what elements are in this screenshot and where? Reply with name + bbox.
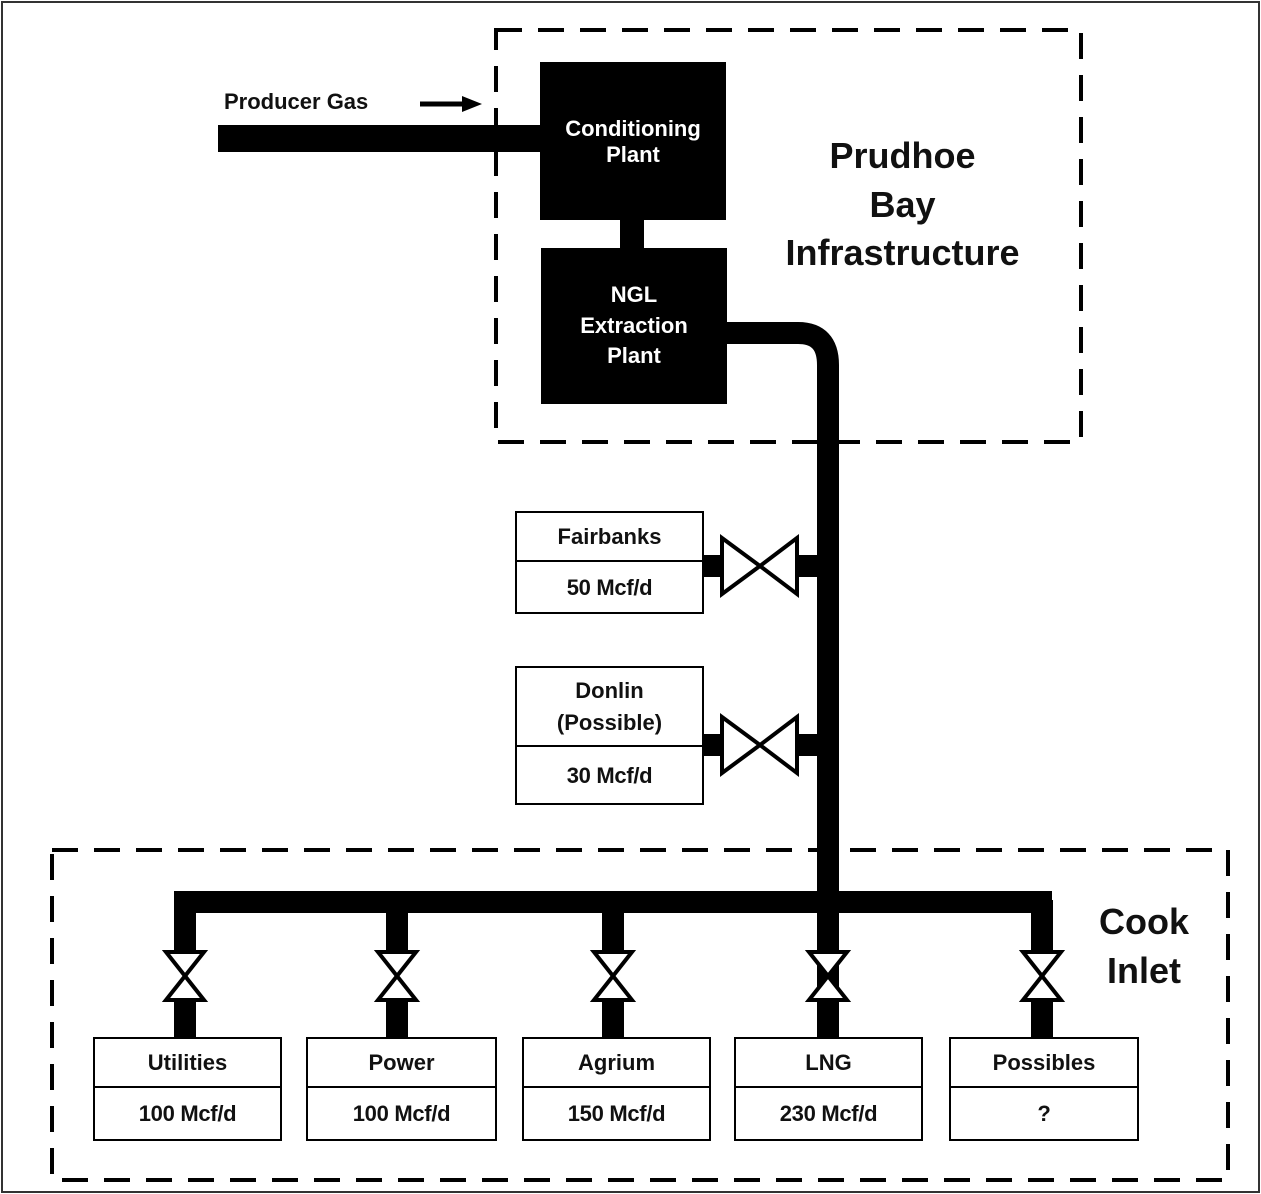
utilities-name: Utilities xyxy=(147,1049,228,1075)
donlin-box xyxy=(515,666,704,805)
fairbanks-name: Fairbanks xyxy=(557,523,662,549)
power-valve-icon xyxy=(373,950,421,1002)
fairbanks-pipe-stub xyxy=(702,555,722,577)
agrium-valve-icon xyxy=(589,950,637,1002)
conditioning-plant xyxy=(540,62,726,220)
cook-inlet-region xyxy=(50,848,1230,1182)
donlin-value: 30 Mcf/d xyxy=(566,762,653,788)
prudhoe-bay-label: Prudhoe Bay Infrastructure xyxy=(785,135,1020,274)
lng-valve-icon xyxy=(804,950,852,1002)
lng-drop-pipe xyxy=(817,900,839,950)
donlin-name: Donlin (Possible) xyxy=(556,678,663,735)
lng-feed-pipe xyxy=(817,1000,839,1040)
agrium-box xyxy=(522,1037,711,1141)
possibles-value: ? xyxy=(1037,1100,1051,1126)
utilities-feed-pipe xyxy=(174,1000,196,1040)
agrium-feed-pipe xyxy=(602,1000,624,1040)
plant-connector-pipe xyxy=(620,218,644,250)
utilities-valve-icon xyxy=(161,950,209,1002)
agrium-value: 150 Mcf/d xyxy=(567,1100,666,1126)
fairbanks-valve-icon xyxy=(720,533,799,599)
possibles-valve-icon xyxy=(1018,950,1066,1002)
donlin-valve-icon xyxy=(720,712,799,778)
utilities-box xyxy=(93,1037,282,1141)
lng-box xyxy=(734,1037,923,1141)
producer-gas-arrow-icon xyxy=(420,96,482,112)
donlin-pipe-tee xyxy=(797,734,819,756)
lng-value: 230 Mcf/d xyxy=(779,1100,878,1126)
power-box xyxy=(306,1037,497,1141)
power-value: 100 Mcf/d xyxy=(352,1100,451,1126)
producer-gas-label: Producer Gas xyxy=(224,88,369,114)
possibles-box xyxy=(949,1037,1139,1141)
utilities-value: 100 Mcf/d xyxy=(138,1100,237,1126)
producer-gas-pipe xyxy=(218,125,548,152)
utilities-drop-pipe xyxy=(174,900,196,950)
fairbanks-value: 50 Mcf/d xyxy=(566,574,653,600)
lng-name: LNG xyxy=(805,1049,852,1075)
possibles-name: Possibles xyxy=(992,1049,1096,1075)
possibles-feed-pipe xyxy=(1031,1000,1053,1040)
power-name: Power xyxy=(368,1049,435,1075)
cook-inlet-label: Cook Inlet xyxy=(1099,901,1189,991)
power-feed-pipe xyxy=(386,1000,408,1040)
conditioning-plant-label: Conditioning Plant xyxy=(565,115,701,167)
fairbanks-box xyxy=(515,511,704,614)
ngl-extraction-plant-label: NGL Extraction Plant xyxy=(580,281,688,369)
donlin-pipe-stub xyxy=(702,734,722,756)
fairbanks-pipe-tee xyxy=(797,555,819,577)
prudhoe-bay-region xyxy=(494,28,1083,444)
main-trunk-pipeline xyxy=(726,322,839,1036)
agrium-drop-pipe xyxy=(602,900,624,950)
ngl-extraction-plant xyxy=(541,248,727,404)
power-drop-pipe xyxy=(386,900,408,950)
agrium-name: Agrium xyxy=(578,1049,655,1075)
possibles-drop-pipe xyxy=(1031,900,1053,950)
